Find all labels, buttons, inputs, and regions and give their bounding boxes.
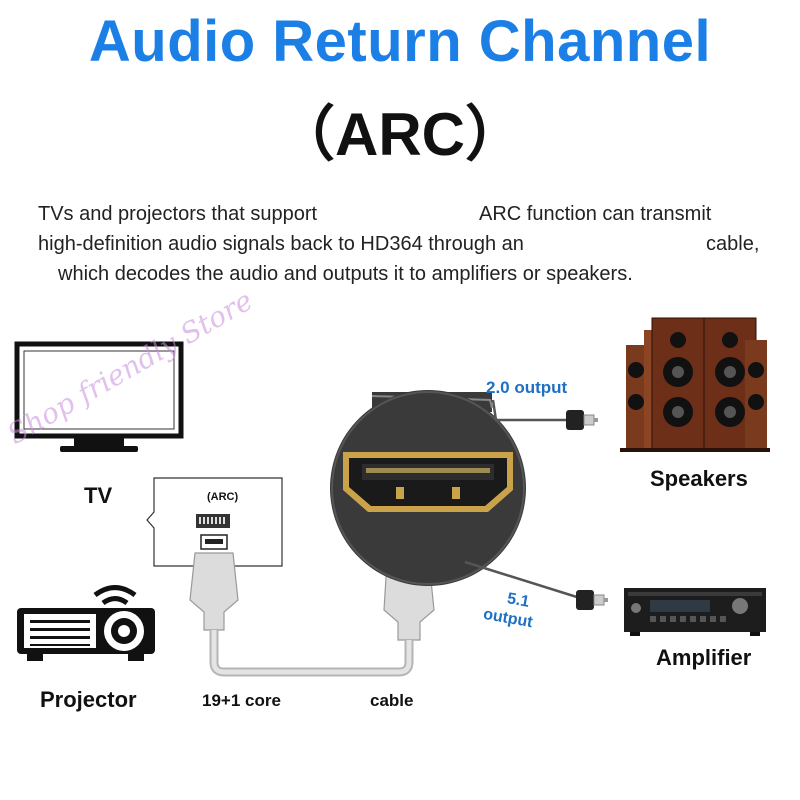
description-line-2b: cable, [706,233,760,255]
output-20-label: 2.0 output [486,378,568,397]
hdmi-cable [209,630,414,677]
audio-jack-top-icon [566,410,598,430]
arc-tag-label: (ARC) [207,491,239,503]
tv-icon [14,341,184,452]
cable-label: cable [370,691,414,710]
projector-label: Projector [40,687,137,712]
description-line-2a: high-definition audio signals back to HD… [38,233,524,255]
page-subtitle: （ARC） [275,101,525,168]
amplifier-cable [464,560,581,600]
page-title: Audio Return Channel [88,9,712,74]
description-line-1b: ARC function can transmit [479,203,712,225]
speaker-cable [491,399,568,422]
speakers-icon [620,317,770,452]
amplifier-label: Amplifier [656,645,752,670]
output-51-label-top: 5.1 [505,590,531,611]
projector-icon [17,585,155,661]
core-label: 19+1 core [202,691,281,710]
hdmi-plug-left-icon [189,534,239,631]
description-line-1a: TVs and projectors that support [38,203,318,225]
hdmi-port-icon [196,514,230,528]
description-line-3: which decodes the audio and outputs it t… [58,263,633,285]
audio-jack-bottom-icon [576,590,608,610]
tv-label: TV [84,483,113,508]
speakers-label: Speakers [650,466,748,491]
hdmi-port-closeup [330,390,526,586]
amplifier-icon [624,588,766,636]
